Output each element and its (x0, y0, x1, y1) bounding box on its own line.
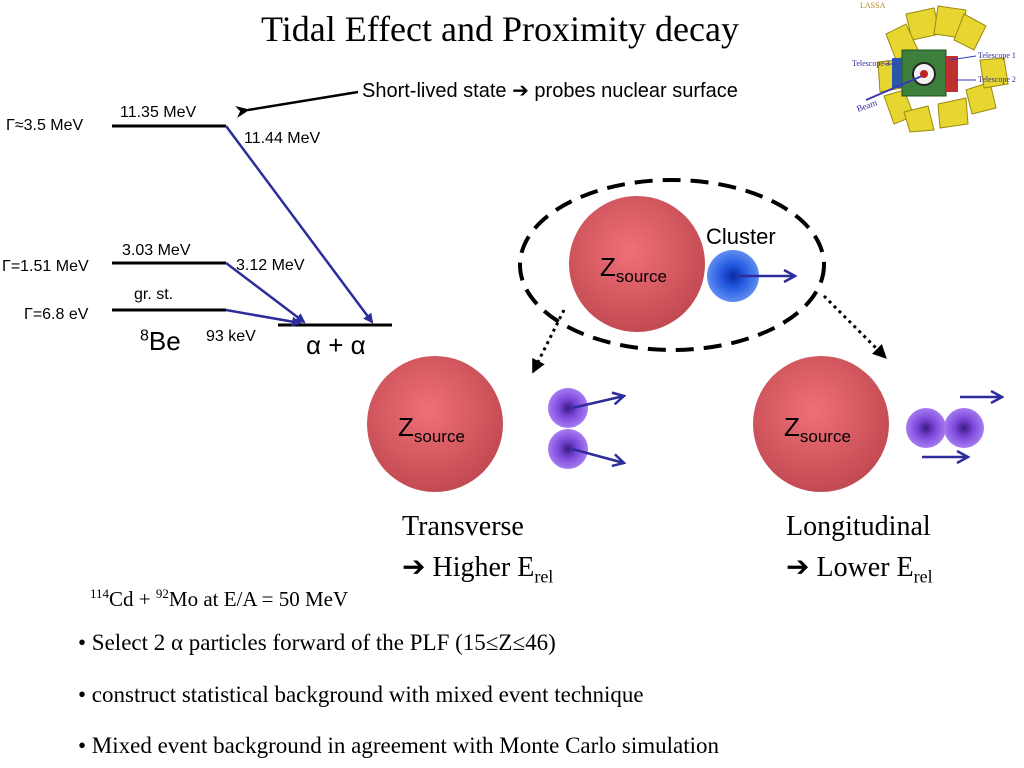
source-nucleus-longitudinal (753, 356, 889, 492)
final-state-label: α + α (306, 330, 366, 360)
alpha-velocity-arrow-down (571, 447, 624, 463)
alpha-particle-transverse-lower (548, 429, 588, 469)
dotted-arrow-longitudinal (822, 294, 887, 359)
transverse-caption: Transverse ➔ Higher Erel (402, 506, 553, 598)
level-width-11-35: Γ≈3.5 MeV (6, 117, 84, 134)
decay-arrow-ground (225, 308, 302, 327)
source-label-top: Zsource (600, 252, 667, 287)
nucleus-mass-number: 8 (140, 327, 149, 345)
dotted-arrow-transverse (532, 309, 566, 374)
slide-title: Tidal Effect and Proximity decay (261, 9, 739, 49)
proximity-ellipse (518, 178, 826, 352)
annotation-arrow-glyph: ➔ (512, 80, 529, 102)
bullet-mixed-event: • construct statistical background with … (78, 682, 644, 707)
nucleus-label: 8Be (140, 326, 181, 357)
cluster-label: Cluster (706, 224, 776, 249)
nucleus-symbol: Be (148, 326, 181, 356)
lassa-detector-illustration (865, 5, 1009, 133)
source-nucleus-transverse (367, 356, 503, 492)
transverse-title: Transverse (402, 511, 524, 542)
decay-arrow-11-35 (224, 125, 374, 324)
decay-energy-3-12: 3.12 MeV (236, 257, 305, 274)
source-label-transverse: Zsource (398, 412, 465, 447)
decay-energy-11-44: 11.44 MeV (244, 130, 321, 147)
level-energy-11-35: 11.35 MeV (120, 104, 197, 121)
longitudinal-result: ➔ Lower Erel (786, 552, 933, 587)
annotation-arrow (235, 90, 359, 118)
annotation-left: Short-lived state (362, 80, 507, 102)
detector-beam-label: Beam (855, 97, 878, 114)
alpha-particle-longitudinal-outer (944, 408, 984, 448)
alpha-velocity-arrow-up (571, 396, 624, 410)
detector-telescope-3: Telescope 3 (852, 59, 890, 68)
level-width-ground: Γ=6.8 eV (24, 306, 89, 323)
detector-telescope-2: Telescope 2 (978, 75, 1016, 84)
source-label-longitudinal: Zsource (784, 412, 851, 447)
bullet-monte-carlo: • Mixed event background in agreement wi… (78, 733, 720, 758)
detector-name: LASSA (860, 1, 886, 10)
bullet-select-alphas: • Select 2 α particles forward of the PL… (78, 630, 556, 655)
longitudinal-title: Longitudinal (786, 511, 931, 542)
annotation-text: Short-lived state ➔ probes nuclear surfa… (362, 78, 738, 103)
level-width-3-03: Γ=1.51 MeV (2, 258, 89, 275)
level-ground-state: gr. st. (134, 286, 174, 303)
longitudinal-caption: Longitudinal ➔ Lower Erel (786, 506, 933, 598)
source-nucleus-top (569, 196, 705, 332)
annotation-right: probes nuclear surface (534, 80, 738, 102)
decay-arrow-3-03 (225, 262, 306, 324)
decay-energy-93-kev: 93 keV (206, 328, 256, 345)
level-energy-3-03: 3.03 MeV (122, 242, 191, 259)
reaction-label: 114Cd + 92Mo at E/A = 50 MeV (90, 586, 349, 611)
alpha-particle-transverse-upper (548, 388, 588, 428)
alpha-particle-longitudinal-inner (906, 408, 946, 448)
detector-telescope-1: Telescope 1 (978, 51, 1016, 60)
transverse-result: ➔ Higher Erel (402, 552, 554, 587)
cluster-particle (707, 250, 759, 302)
